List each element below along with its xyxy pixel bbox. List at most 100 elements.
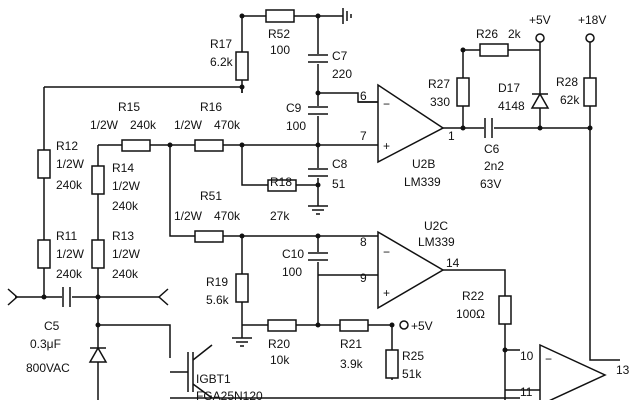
- label-r16-value: 470k: [214, 118, 241, 132]
- ground-r19: [232, 325, 252, 347]
- label-r19-ref: R19: [206, 275, 228, 289]
- label-u2c-ref: U2C: [424, 219, 448, 233]
- label-c10-value: 100: [282, 265, 302, 279]
- R25-body: [385, 349, 399, 379]
- label-supply-18v: +18V: [578, 13, 606, 27]
- label-c10-ref: C10: [282, 247, 304, 261]
- pin-14: 14: [446, 256, 460, 270]
- R19-body: [235, 273, 249, 303]
- comparator-partial: −: [539, 343, 607, 400]
- svg-text:+: +: [383, 139, 390, 153]
- label-r20-ref: R20: [268, 337, 290, 351]
- label-r17-ref: R17: [210, 37, 232, 51]
- label-r21-ref: R21: [340, 337, 362, 351]
- label-r52-ref: R52: [268, 27, 290, 41]
- R12-body: [37, 149, 51, 179]
- pin-6: 6: [360, 89, 367, 103]
- R27-body: [456, 77, 470, 107]
- label-c7-ref: C7: [332, 49, 348, 63]
- ground-top: [342, 8, 352, 24]
- label-r28-value: 62k: [560, 93, 580, 107]
- pin-13: 13: [616, 363, 630, 377]
- svg-text:−: −: [383, 97, 390, 111]
- label-r17-value: 6.2k: [210, 55, 234, 69]
- label-r22-ref: R22: [462, 289, 484, 303]
- R15-body: [121, 139, 151, 152]
- R14-body: [91, 165, 105, 195]
- label-r22-value: 100Ω: [456, 307, 485, 321]
- label-r11-value: 240k: [56, 267, 83, 281]
- label-r18-value: 27k: [270, 209, 290, 223]
- label-r27-ref: R27: [428, 77, 450, 91]
- comparator-u2c: − +: [377, 230, 445, 310]
- label-r26-ref: R26: [476, 27, 498, 41]
- label-c5-ref: C5: [44, 319, 60, 333]
- R17-body: [235, 51, 249, 81]
- R26-body: [479, 43, 509, 57]
- label-c9-value: 100: [286, 119, 306, 133]
- R22-body: [498, 295, 512, 325]
- label-u2c-part: LM339: [418, 235, 455, 249]
- label-u2b-ref: U2B: [412, 157, 435, 171]
- label-r13-value: 240k: [112, 267, 139, 281]
- label-r51-value: 470k: [214, 209, 241, 223]
- terminal-5v-top: [535, 33, 545, 43]
- label-c7-value: 220: [332, 67, 352, 81]
- label-r18-ref: R18: [270, 175, 292, 189]
- label-c5-value: 0.3μF: [30, 337, 61, 351]
- label-c6-ref: C6: [484, 142, 500, 156]
- label-d17-value: 4148: [498, 99, 525, 113]
- label-c5-voltage: 800VAC: [26, 361, 70, 375]
- wires: [15, 15, 620, 400]
- diode-input: [88, 346, 108, 363]
- R11-body: [37, 239, 51, 269]
- svg-text:−: −: [383, 245, 390, 259]
- label-r25-value: 51k: [402, 367, 422, 381]
- input-terminal-right: [157, 288, 169, 306]
- pin-10: 10: [520, 349, 534, 363]
- label-r28-ref: R28: [556, 75, 578, 89]
- terminal-5v-mid: [399, 320, 409, 330]
- label-d17-ref: D17: [498, 81, 520, 95]
- R52-body: [265, 9, 295, 23]
- label-c8-value: 51: [332, 177, 346, 191]
- pin-9: 9: [360, 271, 367, 285]
- label-u2b-part: LM339: [404, 175, 441, 189]
- label-supply-5v-mid: +5V: [411, 319, 433, 333]
- label-r12-ref: R12: [56, 139, 78, 153]
- capacitors: [62, 54, 494, 307]
- label-r51-rating: 1/2W: [174, 209, 203, 223]
- label-r13-ref: R13: [112, 229, 134, 243]
- label-r12-rating: 1/2W: [56, 157, 85, 171]
- label-igbt-part: FGA25N120: [196, 389, 263, 400]
- R13-body: [91, 239, 105, 269]
- label-r20-value: 10k: [270, 353, 290, 367]
- label-c9-ref: C9: [286, 101, 302, 115]
- R16-body: [194, 139, 224, 152]
- label-r14-value: 240k: [112, 199, 139, 213]
- label-r16-ref: R16: [200, 100, 222, 114]
- label-c6-value: 2n2: [484, 159, 504, 173]
- R18-body: [267, 179, 297, 192]
- diode-d17: [530, 92, 550, 109]
- label-r16-rating: 1/2W: [174, 118, 203, 132]
- label-r27-value: 330: [430, 95, 450, 109]
- input-terminal-left: [7, 288, 19, 306]
- label-c8-ref: C8: [332, 157, 348, 171]
- label-r51-ref: R51: [200, 189, 222, 203]
- R51-body: [194, 230, 224, 243]
- label-r12-value: 240k: [56, 178, 83, 192]
- pin-7: 7: [360, 129, 367, 143]
- label-r14-rating: 1/2W: [112, 179, 141, 193]
- igbt-symbol: [170, 344, 213, 399]
- label-r15-value: 240k: [130, 118, 157, 132]
- ground-c8: [308, 205, 328, 215]
- label-r14-ref: R14: [112, 161, 134, 175]
- label-r52-value: 100: [270, 43, 290, 57]
- label-supply-5v-top: +5V: [529, 13, 551, 27]
- label-r15-rating: 1/2W: [90, 118, 119, 132]
- label-igbt-ref: IGBT1: [196, 372, 231, 386]
- R28-body: [583, 77, 597, 107]
- ground-symbols: [232, 8, 352, 347]
